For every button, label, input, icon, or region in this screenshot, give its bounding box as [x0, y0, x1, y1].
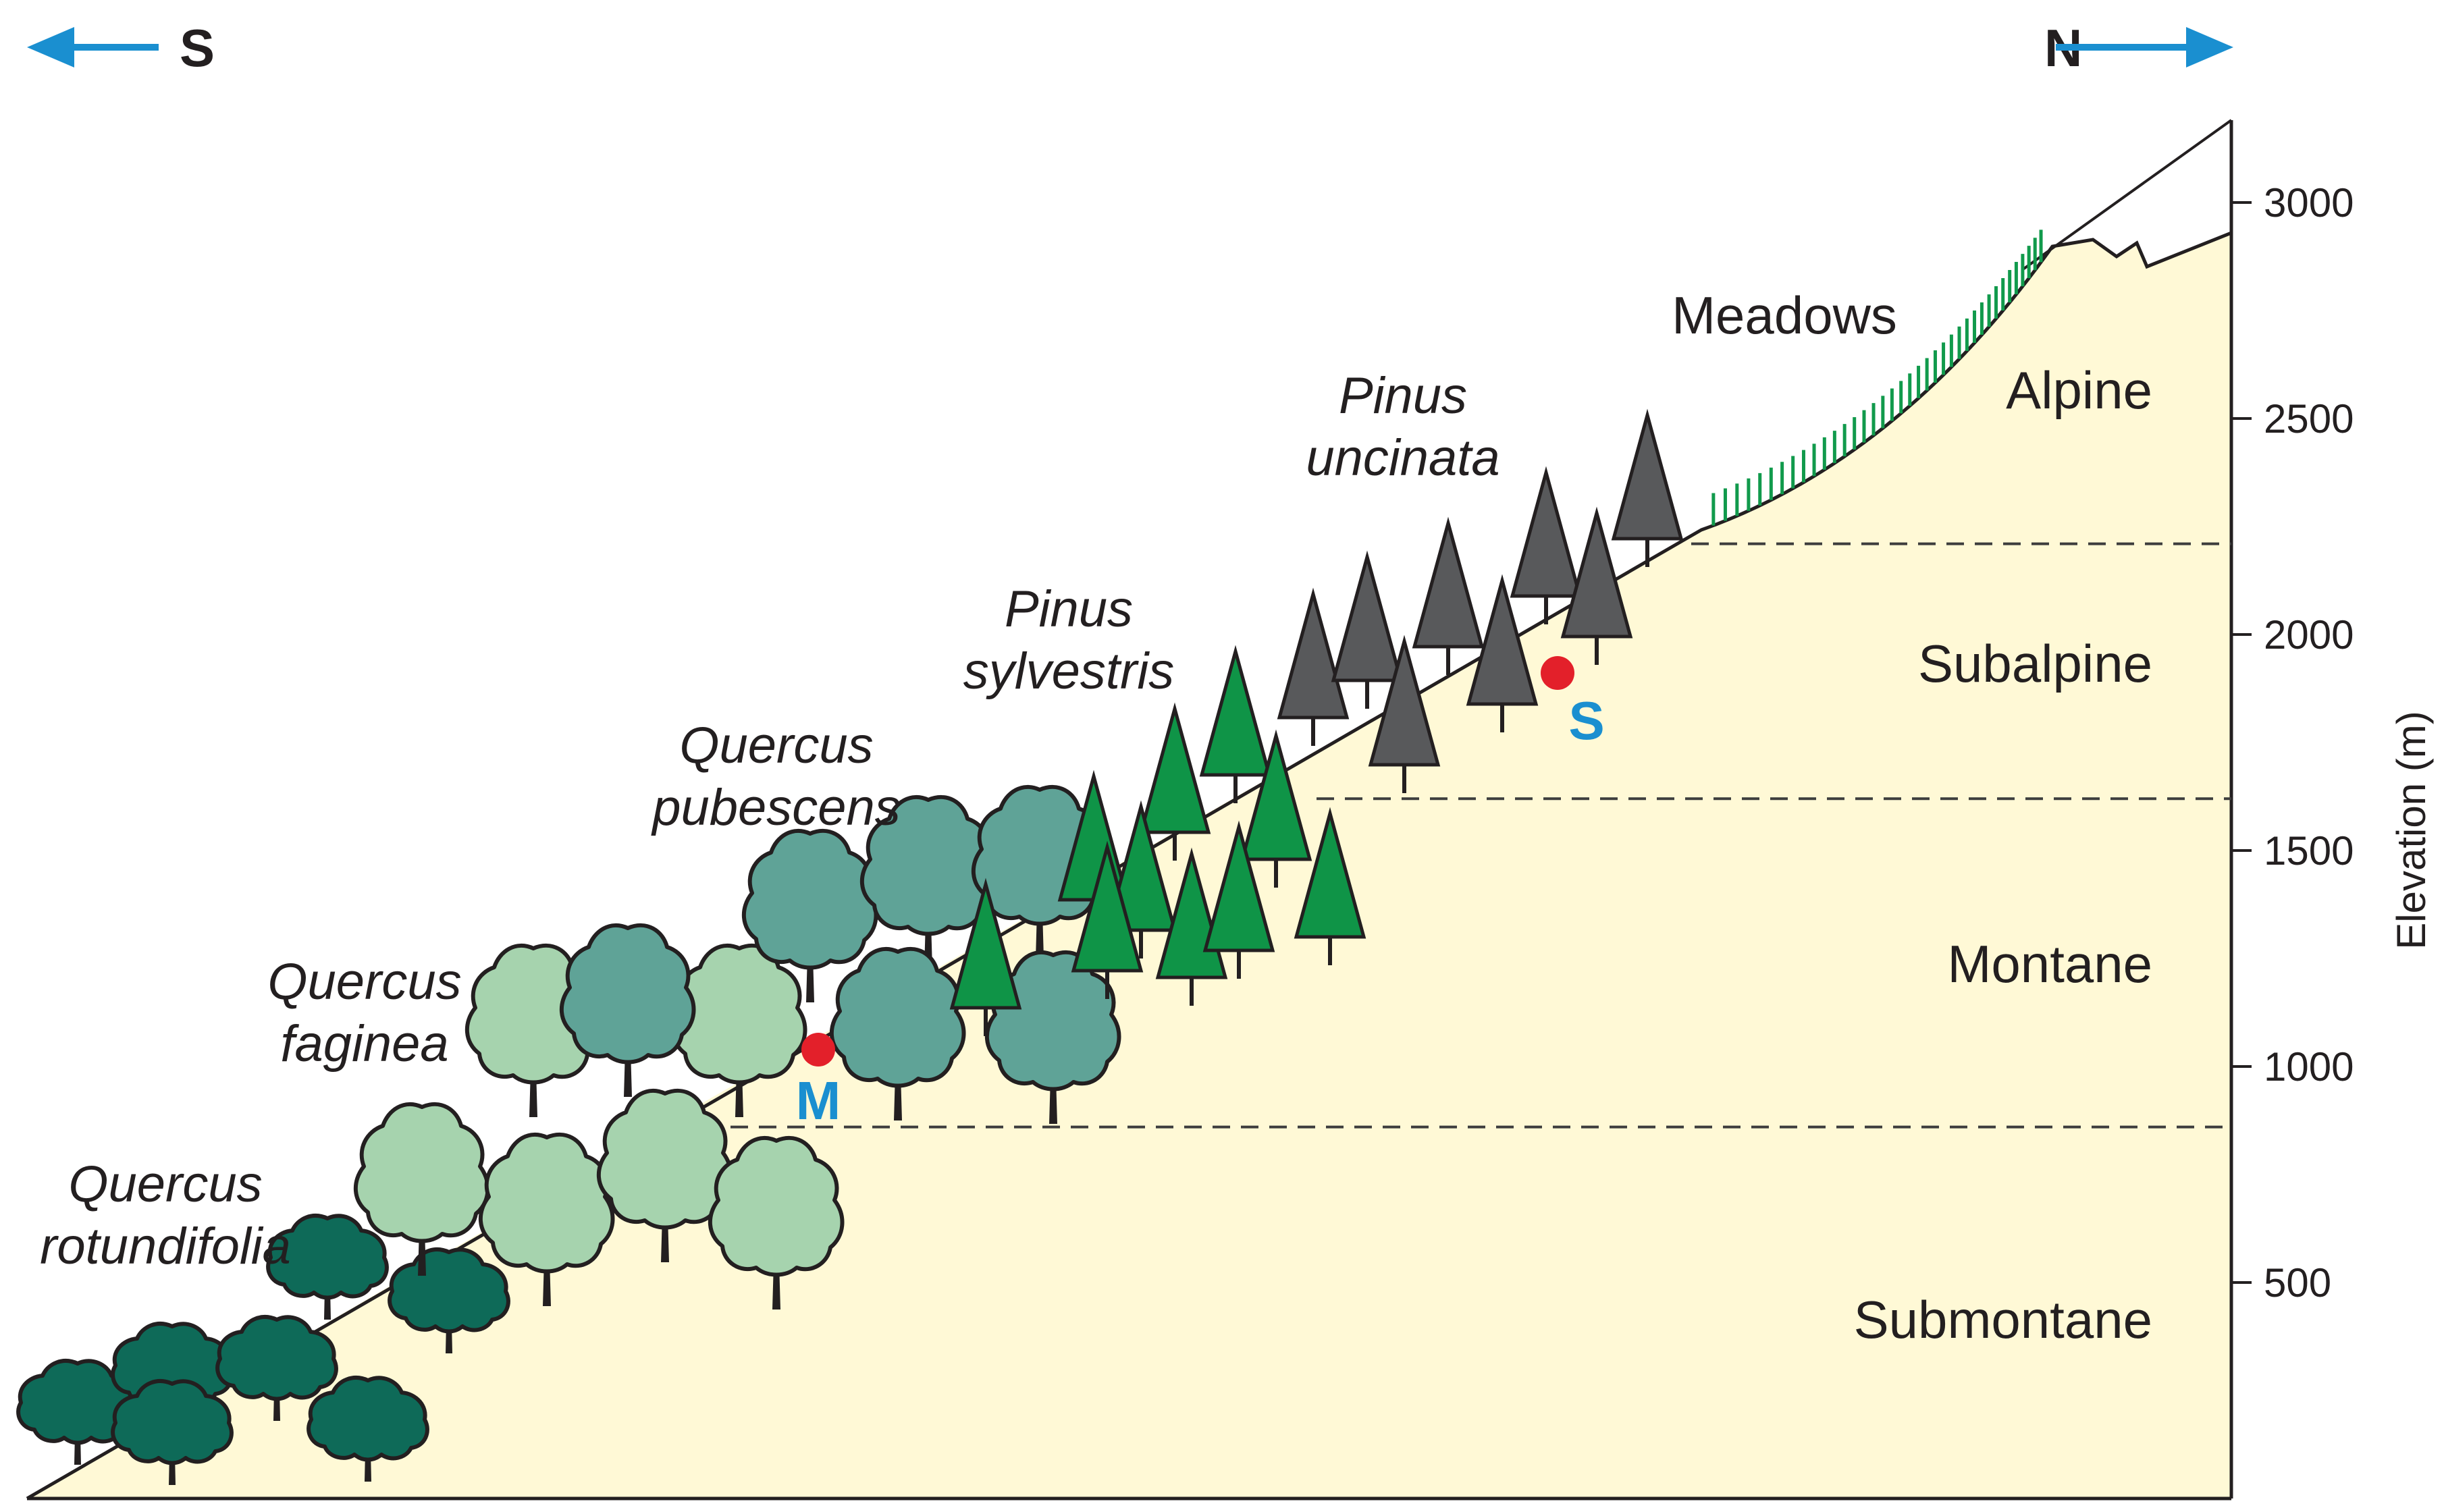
north-arrow-icon — [2056, 27, 2233, 68]
species-label-uncinata-2: uncinata — [1306, 429, 1499, 487]
zone-label-montane: Montane — [1947, 934, 2152, 994]
site-s-label: S — [1568, 691, 1604, 751]
elevation-axis-label: Elevation (m) — [2389, 711, 2434, 949]
species-label-pubescens-1: Quercus — [679, 717, 873, 774]
elevation-tick-label: 500 — [2264, 1260, 2331, 1305]
meadows-label: Meadows — [1672, 286, 1897, 345]
species-label-rotundifolia-2: rotundifolia — [40, 1218, 291, 1275]
south-arrow-icon — [27, 27, 159, 68]
species-label-uncinata-1: Pinus — [1339, 367, 1467, 425]
elevation-tick-label: 2500 — [2264, 396, 2354, 441]
elevation-tick-label: 3000 — [2264, 180, 2354, 225]
elevation-tick-label: 2000 — [2264, 612, 2354, 657]
species-label-faginea-1: Quercus — [267, 953, 461, 1010]
species-label-sylvestris-2: sylvestris — [963, 643, 1174, 700]
meadows-hatch — [1711, 230, 2043, 526]
elevation-tick-label: 1500 — [2264, 828, 2354, 873]
species-label-faginea-2: faginea — [280, 1015, 448, 1073]
elevation-tick-label: 1000 — [2264, 1044, 2354, 1089]
species-label-sylvestris-1: Pinus — [1005, 580, 1133, 638]
species-label-rotundifolia-1: Quercus — [68, 1156, 262, 1213]
south-label: S — [180, 18, 215, 78]
site-s-marker — [1541, 656, 1574, 690]
zone-boundaries — [702, 542, 2231, 1129]
zone-label-alpine: Alpine — [2006, 360, 2152, 420]
species-label-pubescens-2: pubescens — [651, 779, 901, 836]
zone-label-subalpine: Subalpine — [1918, 634, 2152, 693]
site-m-marker — [801, 1033, 835, 1066]
zone-label-submontane: Submontane — [1854, 1290, 2152, 1349]
mountain-upper-slope-line — [2021, 119, 2233, 271]
mountain-ridge-outline — [26, 231, 2232, 1501]
elevation-ticks: 500 1000 1500 2000 2500 3000 — [2231, 180, 2354, 1305]
site-m-label: M — [796, 1071, 841, 1131]
